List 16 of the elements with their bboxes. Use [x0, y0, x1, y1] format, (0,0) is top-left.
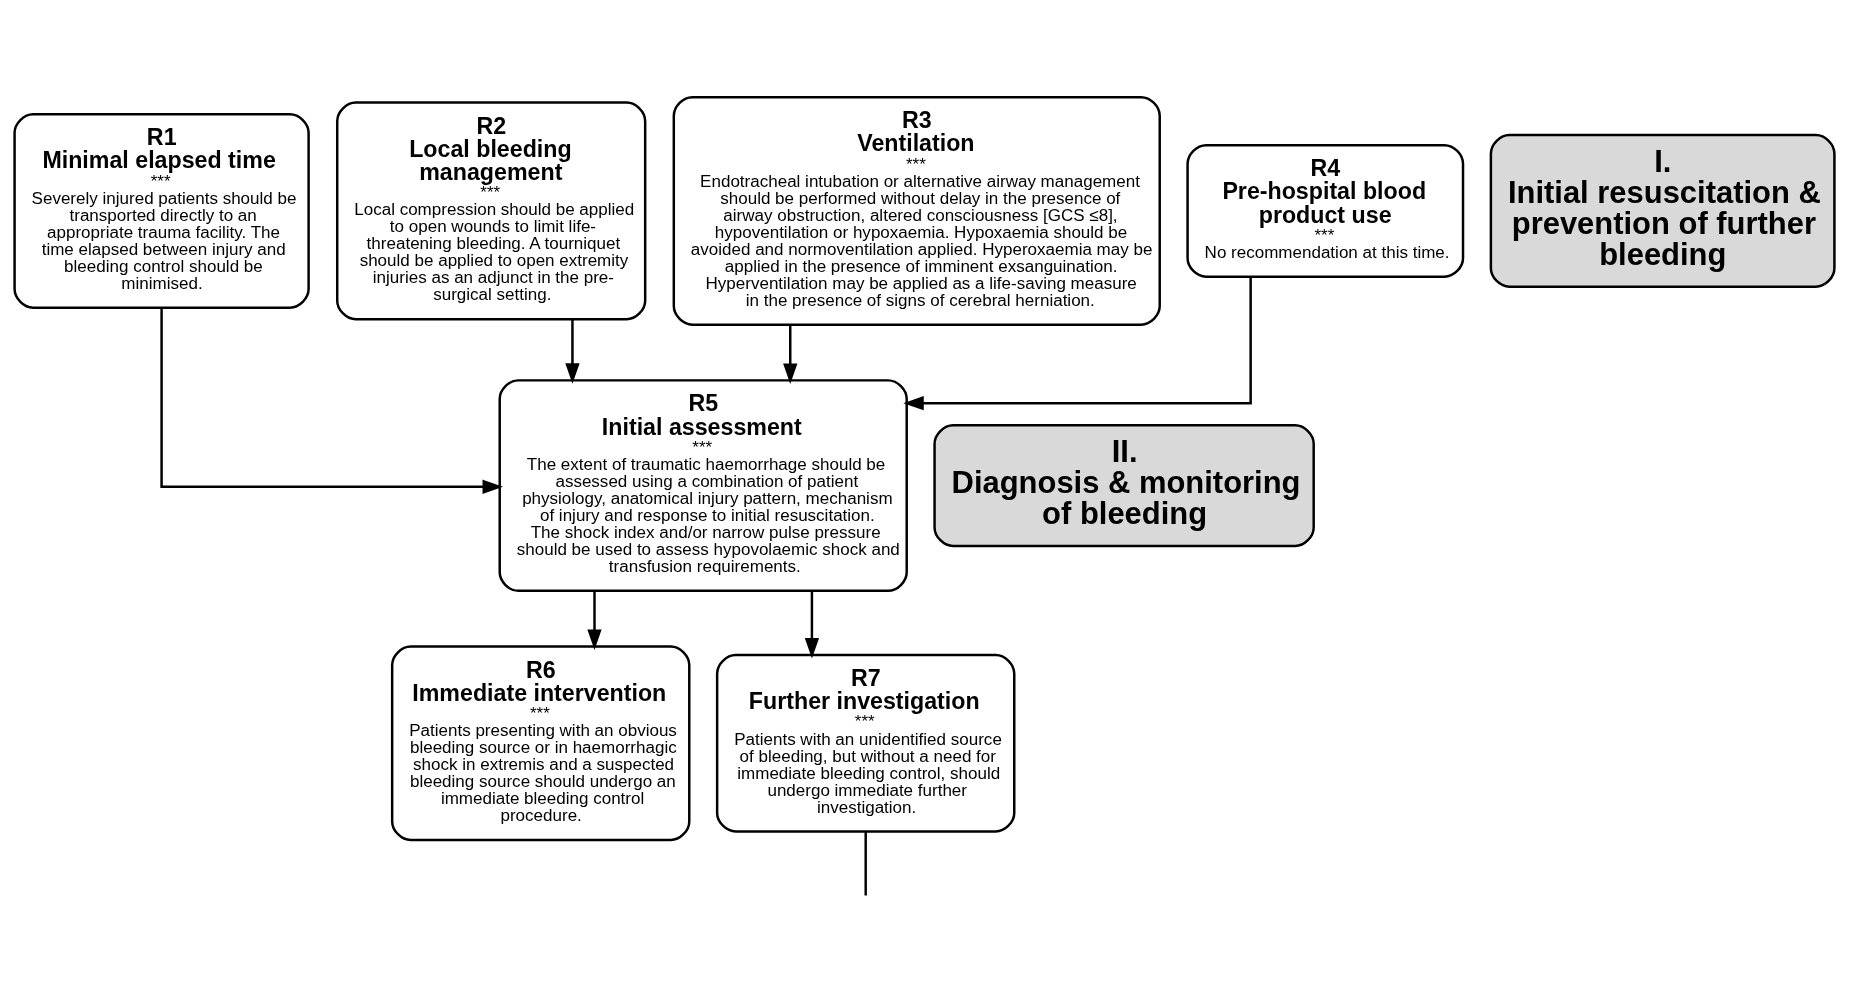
node-box: I. Initial resuscitation & prevention of further bleeding: [1489, 133, 1836, 288]
arrow: [903, 276, 1252, 410]
node-box: R2 Local bleeding management *** Local compression should be applied to open wounds to limit life-threatening bleeding. A tourniquet should be applied to open extremity injuries as an adjunct in the pre-surgical setting.: [336, 100, 647, 320]
arrow: [160, 307, 503, 494]
node-box: R6 Immediate intervention *** Patients presenting with an obvious bleeding source or in haemorrhagic shock in extremis and a suspected bleeding source should undergo an immediate bleeding control procedure.: [390, 644, 691, 841]
node-box: R3 Ventilation *** Endotracheal intubation or alternative airway management should be performed without delay in the presence of airway obstruction, altered consciousness [GCS ≤8], hypoventilation or hypoxaemia. Hypoxaemia should be avoided and normoventilation applied. Hyperoxaemia may be applied in the presence of imminent exsanguination. Hyperventilation may be applied as a life-saving measure in the presence of signs of cerebral herniation.: [672, 95, 1161, 326]
node-box: II. Diagnosis & monitoring of bleeding: [933, 423, 1315, 547]
node-box: R5 Initial assessment *** The extent of traumatic haemorrhage should be assessed using a combination of patient physiology, anatomical injury pattern, mechanism of injury and response to initial resuscitation. The shock index and/or narrow pulse pressure should be used to assess hypovolaemic shock and transfusion requirements.: [498, 378, 908, 592]
arrow: [587, 590, 602, 650]
arrow: [783, 324, 798, 384]
arrow: [804, 590, 820, 658]
connector: [864, 831, 867, 895]
node-box: R4 Pre-hospital blood product use *** No recommendation at this time.: [1186, 143, 1465, 278]
node-box: R1 Minimal elapsed time *** Severely injured patients should be transported directly to an appropriate trauma facility. The time elapsed between injury and bleeding control should be minimised.: [13, 112, 310, 309]
node-box: R7 Further investigation *** Patients with an unidentified source of bleeding, but without a need for immediate bleeding control, should undergo immediate further investigation.: [715, 653, 1016, 833]
arrow: [565, 319, 580, 384]
